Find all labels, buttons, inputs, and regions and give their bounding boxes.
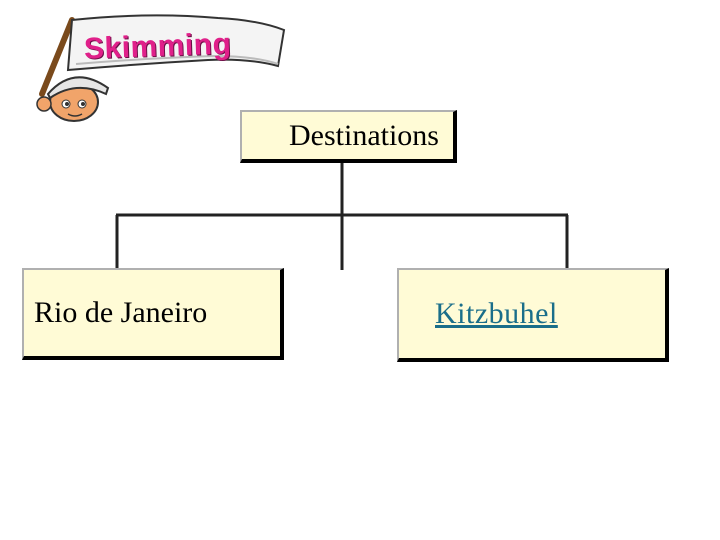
- destinations-label: Destinations: [289, 119, 439, 153]
- rio-de-janeiro-label: Rio de Janeiro: [34, 296, 207, 330]
- destinations-node: Destinations: [240, 110, 457, 163]
- kitzbuhel-link[interactable]: Kitzbuhel: [435, 297, 558, 331]
- rio-de-janeiro-node: Rio de Janeiro: [22, 268, 284, 360]
- kitzbuhel-node: Kitzbuhel: [397, 268, 669, 362]
